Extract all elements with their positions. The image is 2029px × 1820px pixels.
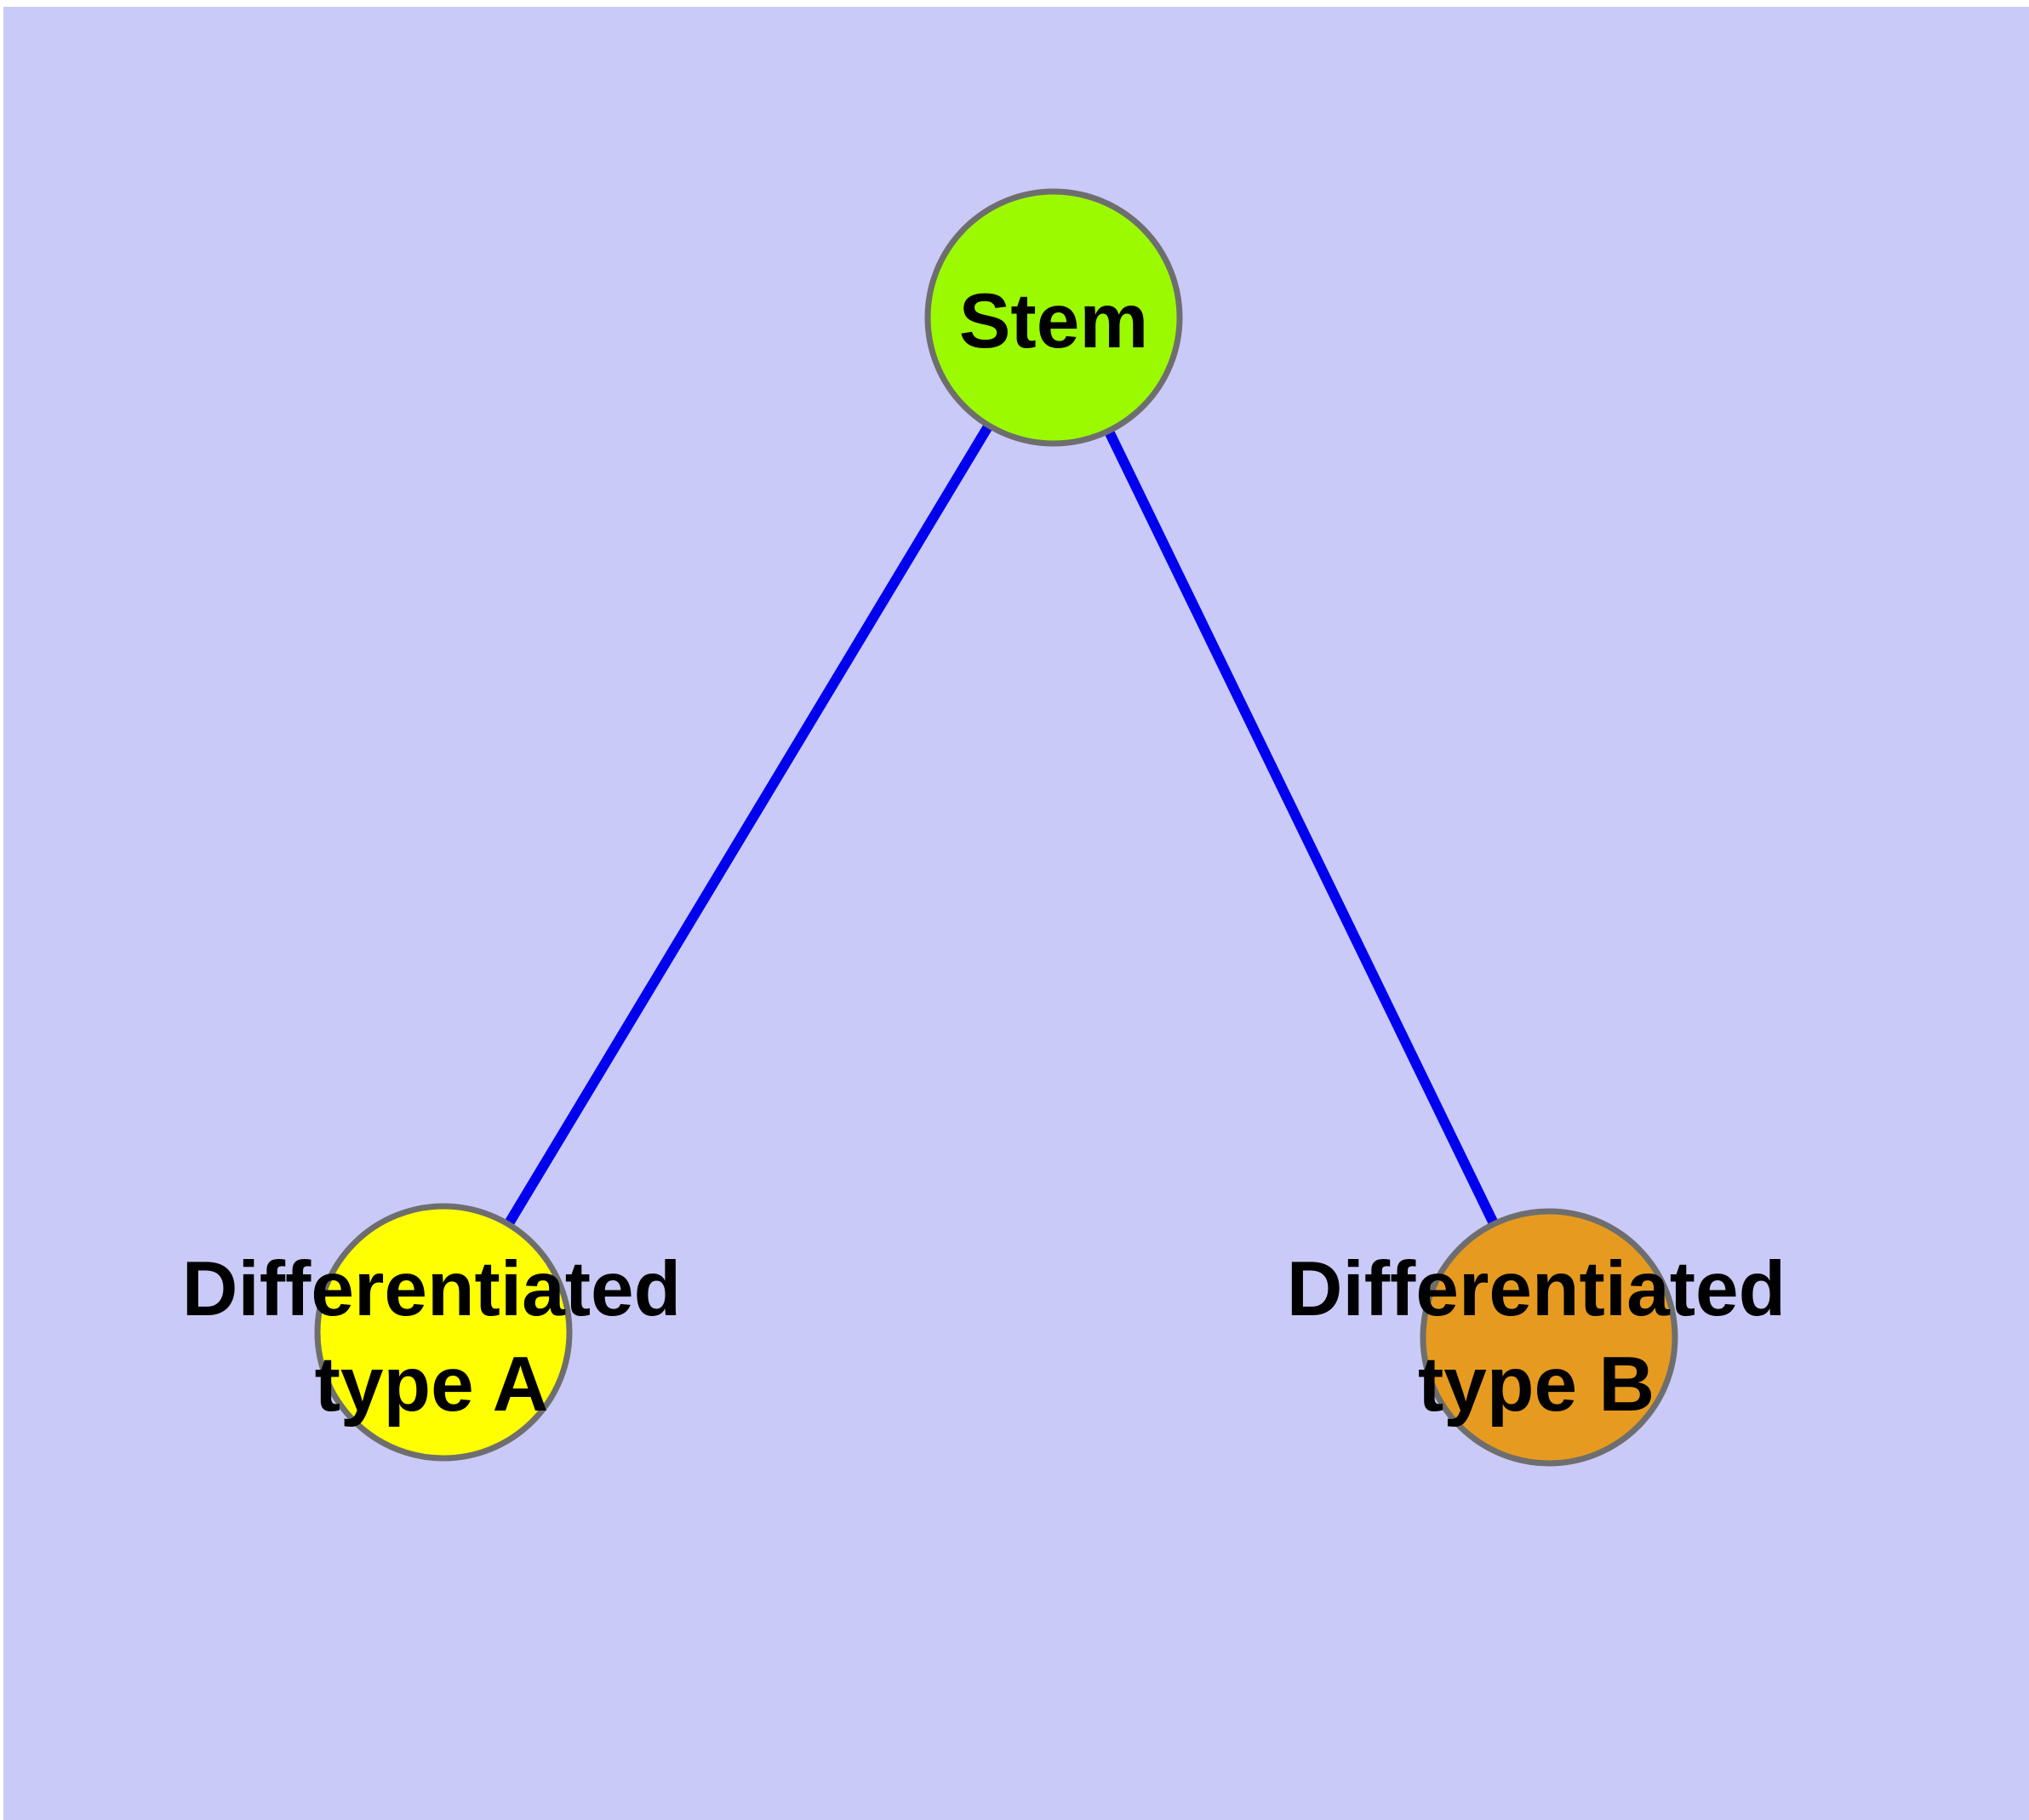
node-stem-circle: [924, 188, 1183, 447]
edge-stem-to-type-a: [438, 314, 1059, 1336]
node-type-b-label-line1: Differentiated: [1287, 1246, 1786, 1332]
edge-stem-to-type-b: [1049, 315, 1554, 1340]
label-layer: Stem Differentiated type A Differentiate…: [182, 278, 1786, 1428]
node-type-a-label-line1: Differentiated: [182, 1246, 682, 1332]
edge-layer: [438, 314, 1554, 1340]
node-layer: [314, 188, 1678, 1467]
node-stem-label: Stem: [959, 278, 1149, 364]
node-type-a-label-line2: type A: [315, 1342, 549, 1428]
node-type-b-label-line2: type B: [1418, 1342, 1655, 1428]
node-type-b-circle: [1420, 1208, 1678, 1467]
node-type-a-circle: [314, 1203, 573, 1462]
